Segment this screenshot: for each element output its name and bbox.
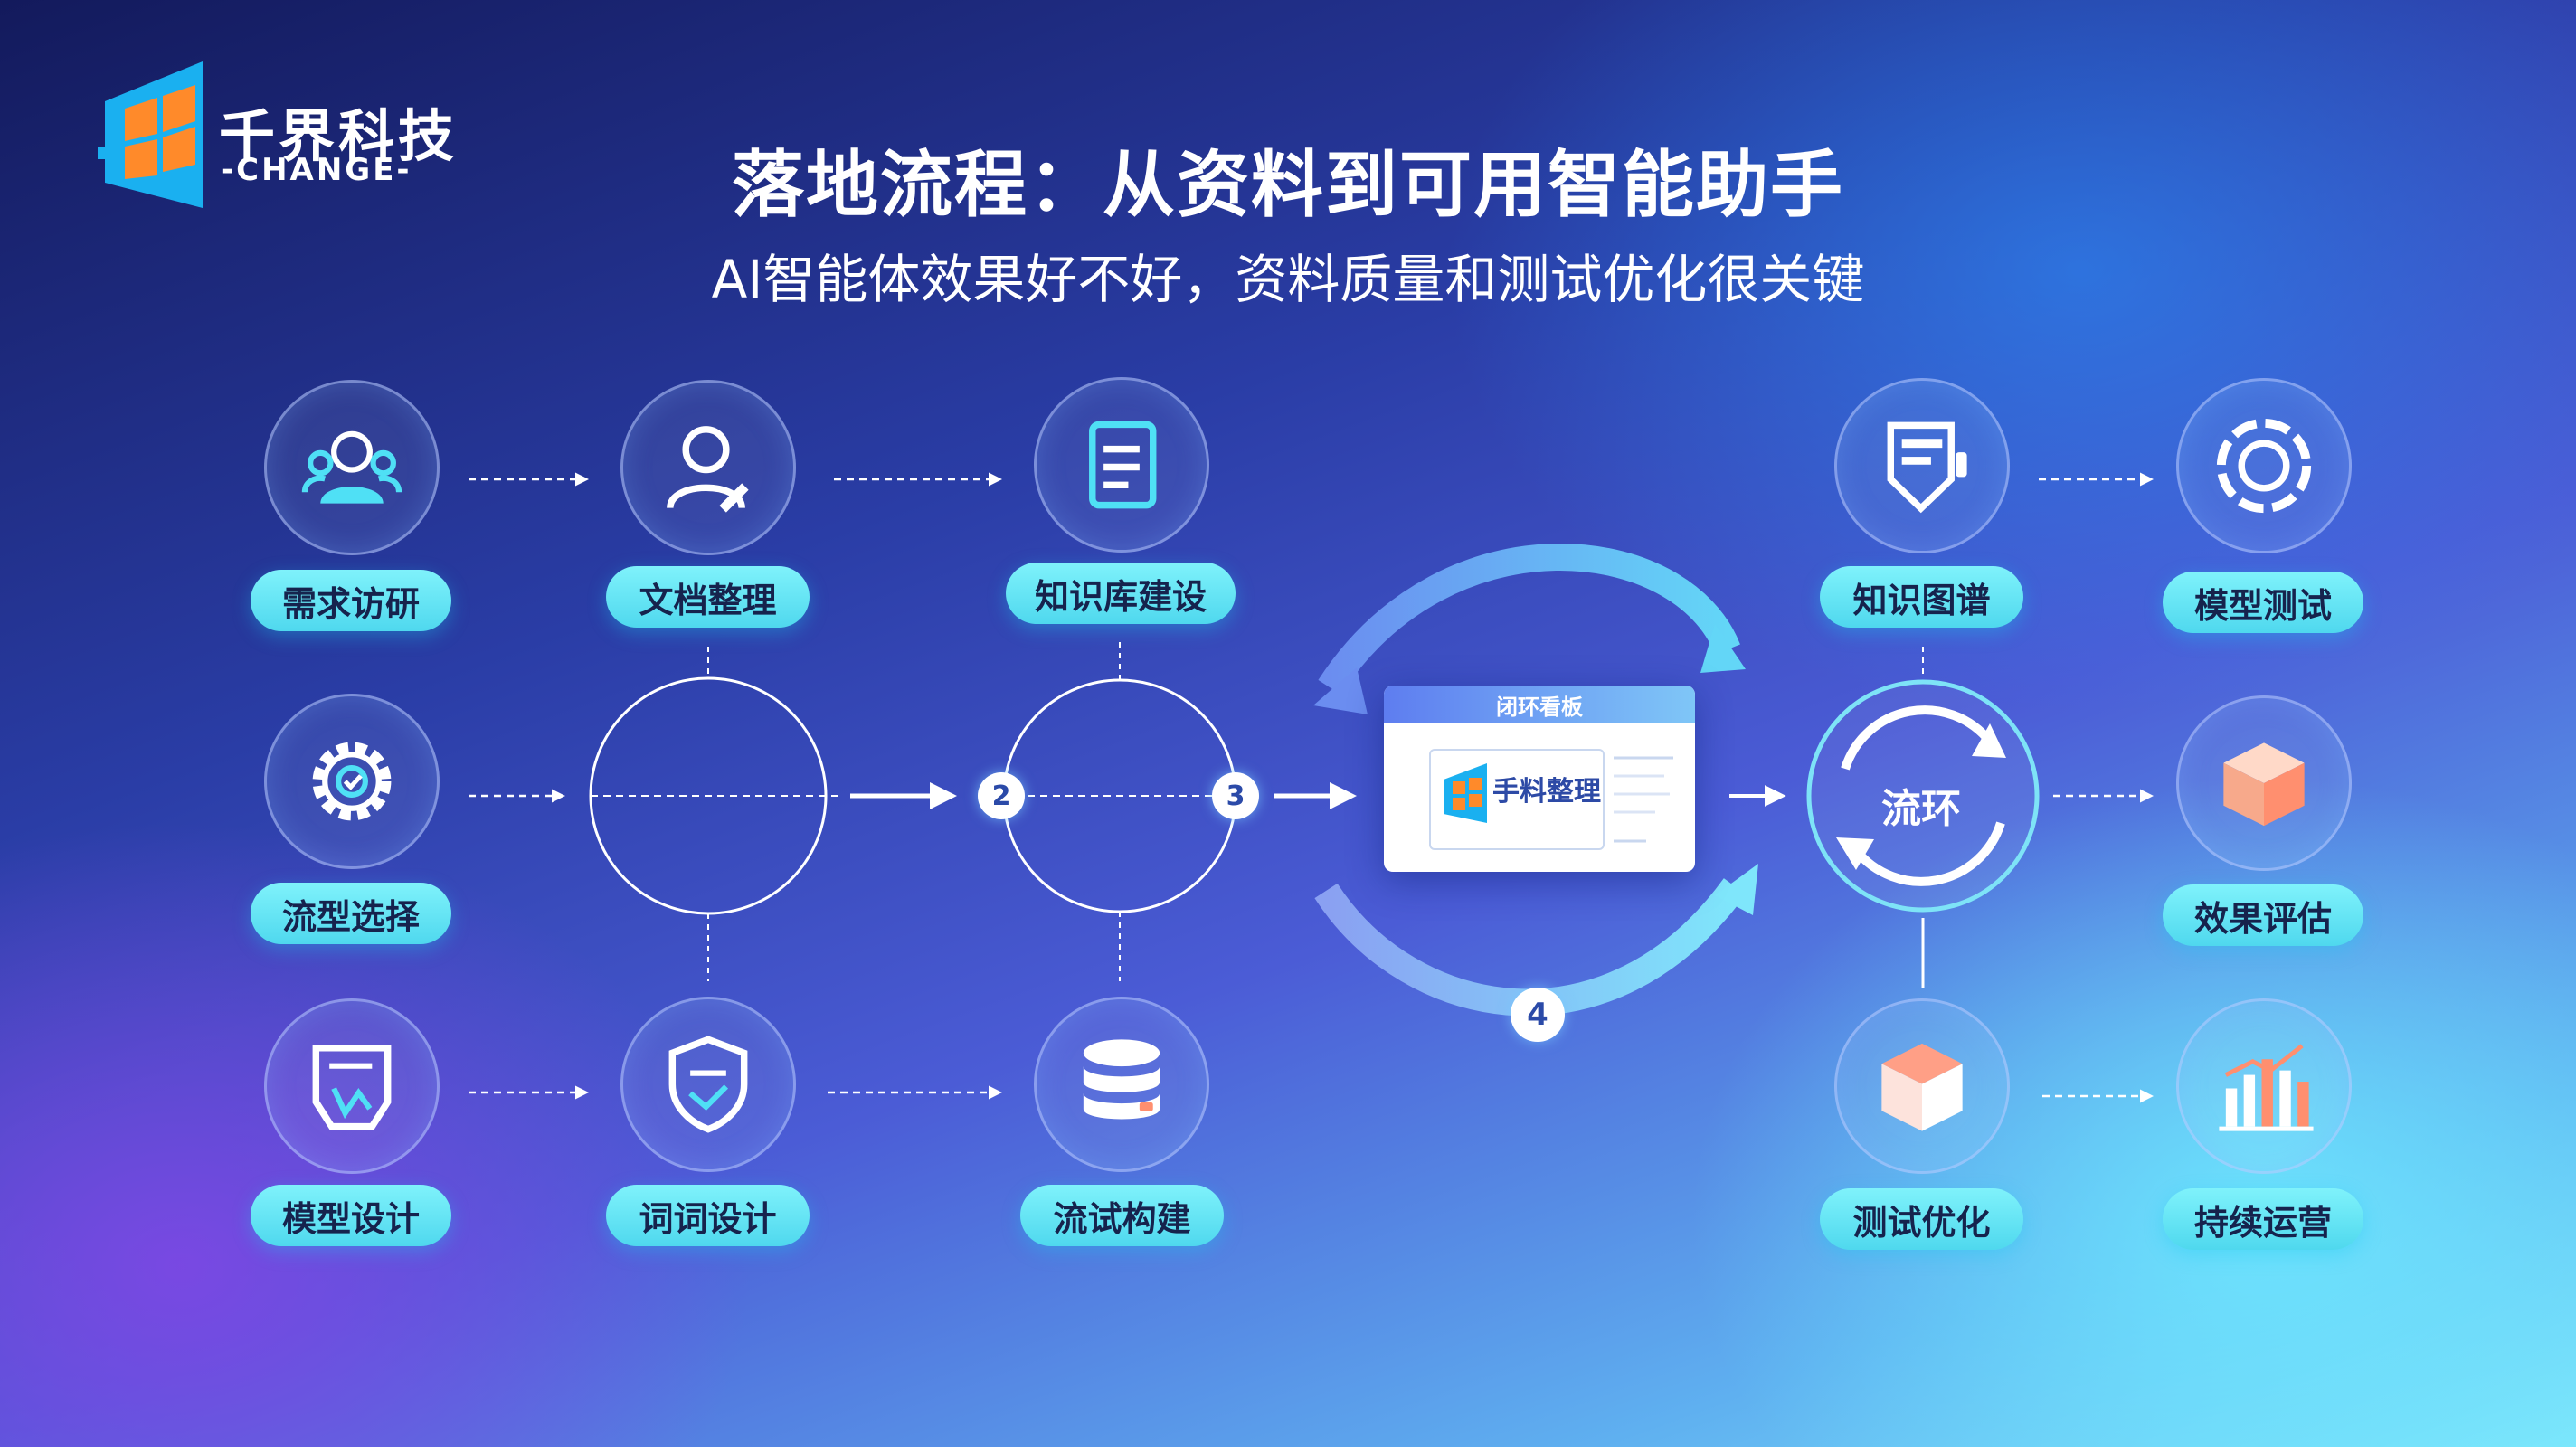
step-icon-model-design — [264, 998, 440, 1174]
gear-icon — [312, 742, 392, 821]
step-icon-prompt-design — [620, 997, 796, 1172]
step-label-model-design: 模型设计 — [251, 1185, 451, 1246]
database-icon — [1083, 1039, 1160, 1120]
dashboard-text: 手料整理 — [1492, 776, 1601, 808]
dashboard-header: 闭环看板 — [1384, 686, 1695, 724]
step-label-evaluation: 效果评估 — [2163, 884, 2363, 946]
step-badge-2: 2 — [978, 772, 1025, 819]
loop-arc-bottom — [1314, 878, 1747, 1017]
loop-dashboard: 闭环看板 手料整理 — [1384, 686, 1695, 872]
page-title: 落地流程：从资料到可用智能助手 — [732, 143, 1844, 227]
step-icon-evaluation — [2176, 695, 2352, 871]
cube-icon — [2223, 742, 2305, 827]
step-icon-requirements — [264, 380, 440, 555]
logo-mark — [98, 61, 203, 208]
step-icon-flow-build — [1034, 997, 1209, 1172]
step-icon-test-optimize — [1834, 998, 2010, 1174]
document-icon — [1089, 421, 1157, 509]
step-icon-docs — [620, 380, 796, 555]
board-icon — [312, 1045, 392, 1130]
step-icon-operations — [2176, 998, 2352, 1174]
step-label-operations: 持续运营 — [2163, 1188, 2363, 1250]
shield-icon — [668, 1036, 748, 1133]
box-icon — [1881, 1043, 1963, 1131]
team-icon — [301, 430, 402, 504]
bar-chart-icon — [2219, 1044, 2314, 1131]
step-label-graph: 知识图谱 — [1820, 566, 2023, 628]
step-icon-graph — [1834, 378, 2010, 553]
aperture-icon — [2216, 418, 2312, 514]
step-icon-flow-select — [264, 694, 440, 869]
step-icon-model-test — [2176, 378, 2352, 553]
step-badge-4: 4 — [1511, 988, 1565, 1042]
page-subtitle: AI智能体效果好不好，资料质量和测试优化很关键 — [711, 249, 1865, 310]
step-icon-kb — [1034, 377, 1209, 553]
step-label-docs: 文档整理 — [606, 566, 810, 628]
loop-arc-top — [1318, 544, 1740, 695]
step-label-prompt-design: 词词设计 — [606, 1185, 810, 1246]
user-edit-icon — [667, 426, 749, 513]
dashboard-panel — [1429, 749, 1605, 850]
step-badge-3: 3 — [1212, 772, 1259, 819]
step-label-model-test: 模型测试 — [2163, 572, 2363, 633]
logo-sub: -CHANGE- — [221, 152, 412, 188]
step-label-requirements: 需求访研 — [251, 570, 451, 631]
dashboard-logo-icon — [1444, 763, 1487, 823]
step-label-flow-build: 流试构建 — [1020, 1185, 1224, 1246]
step-label-test-optimize: 测试优化 — [1820, 1188, 2023, 1250]
clipboard-shield-icon — [1887, 421, 1967, 514]
dashboard-lines — [1614, 756, 1673, 843]
logo-name: 千界科技 — [219, 103, 459, 169]
step-label-flow-select: 流型选择 — [251, 883, 451, 944]
step-label-kb: 知识库建设 — [1006, 563, 1236, 624]
loop-label: 流环 — [1881, 786, 1961, 832]
